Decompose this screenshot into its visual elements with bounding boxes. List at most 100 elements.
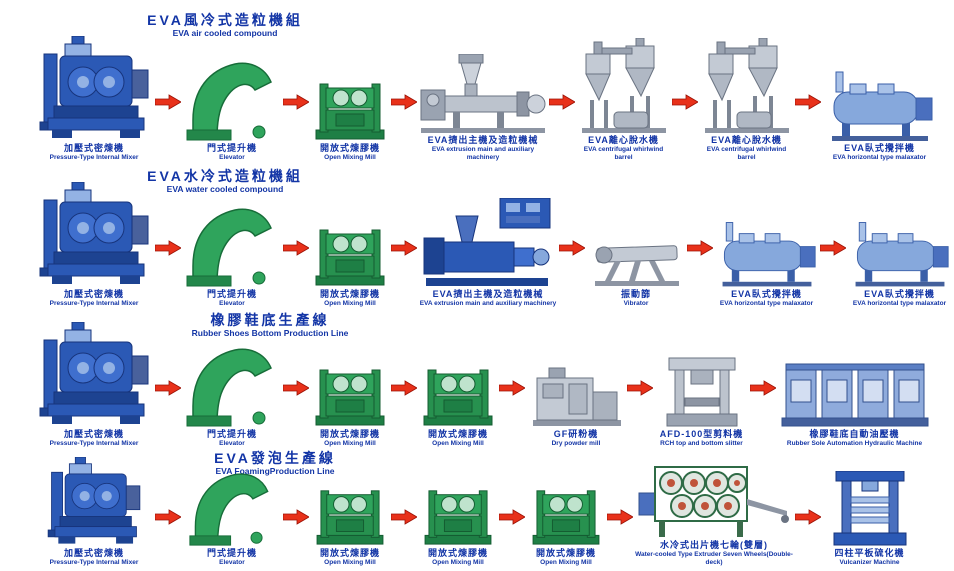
machine-label-zh: 門式提升機: [206, 428, 257, 439]
flow-arrow-icon: [283, 94, 309, 110]
machine-label-en: EVA extrusion main and auxiliary machine…: [419, 300, 557, 308]
machine-label-en: Elevator: [219, 559, 245, 567]
row4-title: EVA發泡生產線 EVA FoamingProduction Line: [160, 450, 390, 476]
machine-label-en: Open Mixing Mill: [324, 154, 376, 162]
flow-arrow-icon: [499, 380, 525, 396]
flow-arrow-icon: [559, 240, 585, 256]
machine-label-en: Pressure-Type Internal Mixer: [49, 154, 139, 162]
machine-label-zh: 門式提升機: [206, 547, 257, 558]
row3-title-en: Rubber Shoes Bottom Production Line: [191, 328, 349, 339]
machine-label-en: Open Mixing Mill: [432, 440, 484, 448]
flow-arrow-icon: [283, 240, 309, 256]
machine-seven-wheel-cooler: 水冷式出片機七輪(雙層)Water-cooled Type Extruder S…: [634, 459, 794, 567]
machine-label-zh: 開放式煉膠機: [319, 142, 380, 153]
flow-arrow-icon: [820, 240, 846, 256]
flow-arrow-icon: [391, 240, 417, 256]
flow-arrow-icon: [155, 240, 181, 256]
machine-label-zh: 開放式煉膠機: [319, 288, 380, 299]
flow-arrow-icon: [795, 509, 821, 525]
flow-arrow-icon: [283, 509, 309, 525]
open-mixing-mill-icon: [531, 485, 601, 547]
centrifugal-barrel-icon: [701, 38, 793, 134]
row-eva-foaming: EVA發泡生產線 EVA FoamingProduction Line 加壓式密…: [0, 450, 954, 569]
machine-label-zh: 門式提升機: [206, 288, 257, 299]
row1-title: EVA風冷式造粒機組 EVA air cooled compound: [125, 12, 325, 38]
row2-title-en: EVA water cooled compound: [166, 184, 284, 195]
machine-label-en: EVA horizontal type malaxator: [852, 300, 947, 308]
row2-title: EVA水冷式造粒機組 EVA water cooled compound: [125, 168, 325, 194]
flow-arrow-icon: [627, 380, 653, 396]
row3-title: 橡膠鞋底生產線 Rubber Shoes Bottom Production L…: [150, 312, 390, 338]
machine-label-zh: 開放式煉膠機: [427, 428, 488, 439]
open-mixing-mill-icon: [423, 485, 493, 547]
machine-label-zh: EVA臥式攪拌機: [731, 288, 802, 299]
machine-label-en: Open Mixing Mill: [432, 559, 484, 567]
machine-label-en: RCH top and bottom slitter: [660, 440, 743, 448]
machine-label-en: Pressure-Type Internal Mixer: [49, 559, 139, 567]
horizontal-malaxator-icon: [717, 220, 817, 288]
internal-mixer-icon: [46, 457, 142, 547]
machine-label-en: Water-cooled Type Extruder Seven Wheels(…: [635, 551, 793, 567]
machine-label-en: Dry powder mill: [551, 440, 601, 448]
horizontal-malaxator-icon: [850, 220, 950, 288]
machine-label-zh: 加壓式密煉機: [63, 288, 124, 299]
cutting-machine-icon: [663, 356, 741, 428]
machine-label-zh: GF研粉機: [553, 428, 599, 439]
horizontal-malaxator-icon: [826, 70, 934, 142]
flow-arrow-icon: [750, 380, 776, 396]
flow-arrow-icon: [549, 94, 575, 110]
machine-label-zh: EVA臥式攪拌機: [844, 142, 915, 153]
row-eva-water-cooled: EVA水冷式造粒機組 EVA water cooled compound 加壓式…: [0, 164, 954, 310]
machine-label-en: Open Mixing Mill: [540, 559, 592, 567]
open-mixing-mill-icon: [314, 364, 386, 428]
flow-arrow-icon: [391, 509, 417, 525]
centrifugal-barrel-icon: [578, 38, 670, 134]
open-mixing-mill-icon: [315, 485, 385, 547]
internal-mixer-icon: [38, 182, 150, 288]
flow-arrow-icon: [155, 509, 181, 525]
seven-wheel-cooler-icon: [637, 459, 792, 539]
machine-label-en: EVA extrusion main and auxiliary machine…: [431, 146, 535, 162]
machine-label-en: EVA centrifugal whirlwind barrel: [706, 146, 787, 162]
machine-label-zh: EVA擠出主機及造粒機械: [427, 135, 539, 146]
machine-label-en: EVA centrifugal whirlwind barrel: [583, 146, 664, 162]
eva-extruder-water-icon: [422, 198, 554, 288]
row4-title-en: EVA FoamingProduction Line: [215, 466, 335, 477]
machine-label-en: Elevator: [219, 300, 245, 308]
machine-label-zh: 開放式煉膠機: [319, 547, 380, 558]
machine-label-en: EVA horizontal type malaxator: [719, 300, 814, 308]
vibrator-sieve-icon: [589, 233, 684, 288]
gate-elevator-icon: [185, 206, 280, 288]
machine-label-zh: 門式提升機: [206, 142, 257, 153]
row1-title-en: EVA air cooled compound: [172, 28, 278, 39]
flow-arrow-icon: [795, 94, 821, 110]
flow-arrow-icon: [499, 509, 525, 525]
flow-arrow-icon: [607, 509, 633, 525]
flow-arrow-icon: [391, 94, 417, 110]
row4-title-zh: EVA發泡生產線: [214, 450, 336, 466]
flow-arrow-icon: [155, 94, 181, 110]
machine-label-en: Open Mixing Mill: [324, 559, 376, 567]
flow-arrow-icon: [672, 94, 698, 110]
machine-label-en: Open Mixing Mill: [324, 440, 376, 448]
flow-arrow-icon: [687, 240, 713, 256]
open-mixing-mill-icon: [422, 364, 494, 428]
row3-title-zh: 橡膠鞋底生產線: [210, 312, 330, 328]
machine-label-zh: 開放式煉膠機: [319, 428, 380, 439]
